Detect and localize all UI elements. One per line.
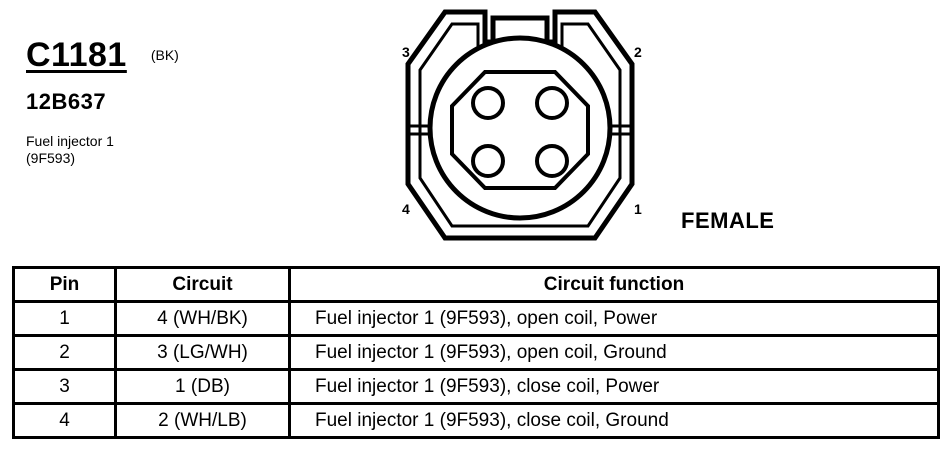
connector-description: Fuel injector 1 (9F593) [26,133,179,167]
pin-label-3: 3 [402,44,410,60]
connector-code: C1181 [26,36,127,74]
connector-id-row: C1181 (BK) [26,36,179,75]
table-row: 2 3 (LG/WH) Fuel injector 1 (9F593), ope… [12,334,940,371]
pin-cavity-octagon [450,70,590,190]
pin-socket-3 [471,86,505,120]
row-function: Fuel injector 1 (9F593), close coil, Gro… [288,402,940,439]
row-pin: 2 [12,334,117,371]
row-pin: 4 [12,402,117,439]
connector-color: (BK) [150,47,179,63]
header-pin: Pin [12,266,117,303]
table-row: 1 4 (WH/BK) Fuel injector 1 (9F593), ope… [12,300,940,337]
pin-socket-2 [535,86,569,120]
part-number: 12B637 [26,89,107,114]
row-function: Fuel injector 1 (9F593), open coil, Grou… [288,334,940,371]
row-circuit: 4 (WH/BK) [114,300,291,337]
table-header-row: Pin Circuit Circuit function [12,266,940,303]
row-circuit: 1 (DB) [114,368,291,405]
pin-socket-4 [471,144,505,178]
mating-face-outer-ring [427,35,613,221]
header-circuit: Circuit [114,266,291,303]
row-circuit: 3 (LG/WH) [114,334,291,371]
connector-gender: FEMALE [681,208,775,233]
pin-socket-1 [535,144,569,178]
header-circuit-function: Circuit function [288,266,940,303]
pinout-table: Pin Circuit Circuit function 1 4 (WH/BK)… [12,266,940,439]
row-circuit: 2 (WH/LB) [114,402,291,439]
description-line-2: (9F593) [26,150,76,166]
description-line-1: Fuel injector 1 [26,133,114,149]
table-row: 3 1 (DB) Fuel injector 1 (9F593), close … [12,368,940,405]
pin-label-1: 1 [634,201,642,217]
connector-face-diagram [405,9,635,241]
row-function: Fuel injector 1 (9F593), open coil, Powe… [288,300,940,337]
row-pin: 3 [12,368,117,405]
row-pin: 1 [12,300,117,337]
row-function: Fuel injector 1 (9F593), close coil, Pow… [288,368,940,405]
pin-label-4: 4 [402,201,410,217]
connector-header: C1181 (BK) 12B637 Fuel injector 1 (9F593… [26,36,179,167]
pin-label-2: 2 [634,44,642,60]
table-row: 4 2 (WH/LB) Fuel injector 1 (9F593), clo… [12,402,940,439]
